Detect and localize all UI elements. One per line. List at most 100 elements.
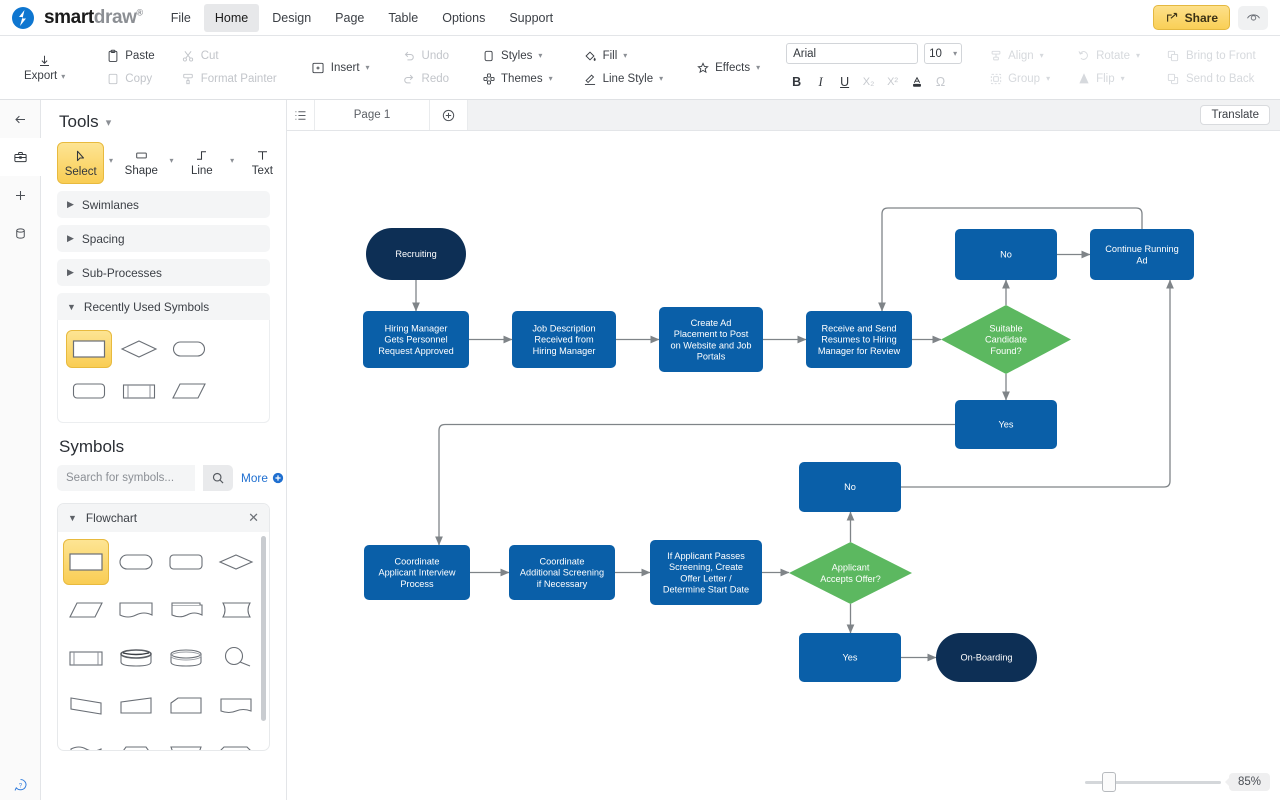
symbol-decision[interactable] — [213, 539, 259, 585]
symbol-tape[interactable] — [213, 683, 259, 729]
symbol-process[interactable] — [63, 539, 109, 585]
flow-node[interactable]: Yes — [955, 400, 1057, 449]
recent-symbol-decision[interactable] — [116, 330, 162, 368]
menu-table[interactable]: Table — [388, 10, 419, 25]
flow-node[interactable]: Recruiting — [366, 228, 466, 280]
italic-button[interactable]: I — [818, 74, 823, 89]
search-button[interactable] — [203, 465, 233, 491]
recent-symbol-data-parallelogram[interactable] — [166, 372, 212, 410]
flowchart-library-header[interactable]: ▼ Flowchart ✕ — [58, 504, 269, 532]
rail-data-button[interactable] — [0, 214, 41, 252]
symbol-trapezoid[interactable] — [113, 683, 159, 729]
flow-node[interactable]: No — [799, 462, 901, 512]
symbol-terminator[interactable] — [113, 539, 159, 585]
styles-button[interactable]: Styles ▾ — [475, 46, 559, 66]
symbol-cut-corner[interactable] — [213, 731, 259, 750]
symbol-merge-bowtie[interactable] — [63, 683, 109, 729]
rotate-button[interactable]: Rotate ▾ — [1070, 46, 1146, 66]
page-tab-page1[interactable]: Page 1 — [315, 100, 430, 130]
recent-symbol-predefined-process[interactable] — [116, 372, 162, 410]
undo-button[interactable]: Undo — [396, 46, 456, 66]
superscript-button[interactable]: X² — [887, 76, 899, 88]
menu-page[interactable]: Page — [335, 10, 365, 25]
translate-button[interactable]: Translate — [1200, 105, 1270, 125]
insert-button[interactable]: Insert ▾ — [305, 58, 376, 78]
help-button[interactable]: ? — [0, 777, 41, 792]
symbol-document[interactable] — [113, 587, 159, 633]
font-size-select[interactable]: 10 ▾ — [924, 43, 963, 64]
format-painter-button[interactable]: Format Painter — [175, 69, 283, 89]
symbol-predefined-process[interactable] — [63, 635, 109, 681]
subscript-button[interactable]: X₂ — [862, 76, 875, 88]
symbol-connector-circle[interactable] — [213, 635, 259, 681]
bold-button[interactable]: B — [792, 75, 802, 89]
flow-node[interactable]: Yes — [799, 633, 901, 682]
symbol-direct-access-storage[interactable] — [113, 635, 159, 681]
search-symbols-input[interactable]: Search for symbols... — [57, 465, 195, 491]
recent-symbol-rounded-rect[interactable] — [66, 372, 112, 410]
symbol-disk-storage[interactable] — [163, 635, 209, 681]
accordion-sub-processes[interactable]: ▶ Sub-Processes — [57, 259, 270, 286]
tool-select[interactable]: Select — [57, 142, 105, 184]
rail-back-button[interactable] — [0, 100, 41, 138]
export-button[interactable]: Export ▾ — [10, 53, 79, 82]
flow-node[interactable]: No — [955, 229, 1057, 280]
line-style-button[interactable]: Line Style ▾ — [577, 69, 670, 89]
text-highlight-button[interactable] — [906, 72, 927, 92]
bring-to-front-button[interactable]: Bring to Front — [1160, 46, 1262, 66]
symbol-rounded-rect[interactable] — [163, 539, 209, 585]
close-icon[interactable]: ✕ — [248, 510, 259, 525]
send-to-back-button[interactable]: Send to Back — [1160, 69, 1262, 89]
symbol-button[interactable]: Ω — [935, 75, 946, 89]
underline-button[interactable]: U — [840, 75, 850, 89]
tool-text[interactable]: Text — [239, 142, 286, 182]
space-evenly-button[interactable]: Space Evenly ▾ — [1274, 69, 1280, 89]
symbol-multi-document[interactable] — [163, 587, 209, 633]
tool-select-chevron[interactable]: ▾ — [109, 156, 114, 165]
menu-home[interactable]: Home — [203, 3, 260, 32]
symbol-wave[interactable] — [63, 731, 109, 750]
symbol-hexagon[interactable] — [113, 731, 159, 750]
share-button[interactable]: Share — [1152, 5, 1230, 30]
paste-button[interactable]: Paste — [99, 46, 160, 66]
symbol-manual-input[interactable] — [163, 683, 209, 729]
accordion-spacing[interactable]: ▶ Spacing — [57, 225, 270, 252]
tool-shape[interactable]: Shape — [118, 142, 165, 182]
menu-file[interactable]: File — [170, 10, 191, 25]
menu-design[interactable]: Design — [272, 10, 312, 25]
recent-symbol-terminator[interactable] — [166, 330, 212, 368]
make-same-button[interactable]: Make Same ▾ — [1274, 46, 1280, 66]
tool-line[interactable]: Line — [178, 142, 225, 182]
page-list-button[interactable] — [287, 100, 315, 130]
symbol-data-parallelogram[interactable] — [63, 587, 109, 633]
more-symbols-link[interactable]: More — [241, 471, 284, 485]
symbol-stored-data[interactable] — [213, 587, 259, 633]
copy-button[interactable]: Copy — [99, 69, 160, 89]
cut-button[interactable]: Cut — [175, 46, 283, 66]
tool-line-chevron[interactable]: ▾ — [230, 156, 235, 165]
redo-button[interactable]: Redo — [396, 69, 456, 89]
rail-templates-button[interactable] — [0, 138, 41, 176]
tools-panel-header[interactable]: Tools ▾ — [41, 100, 286, 140]
zoom-slider[interactable] — [1084, 772, 1221, 792]
preview-button[interactable] — [1238, 5, 1268, 30]
flip-button[interactable]: Flip ▾ — [1070, 69, 1146, 89]
fill-button[interactable]: Fill ▾ — [577, 46, 670, 66]
accordion-swimlanes[interactable]: ▶ Swimlanes — [57, 191, 270, 218]
accordion-recently-used-symbols[interactable]: ▼ Recently Used Symbols — [57, 293, 270, 320]
font-family-input[interactable]: Arial — [786, 43, 919, 64]
library-scrollbar[interactable] — [261, 536, 266, 721]
recent-symbol-process[interactable] — [66, 330, 112, 368]
tool-shape-chevron[interactable]: ▾ — [169, 156, 174, 165]
align-button[interactable]: Align ▾ — [982, 46, 1056, 66]
